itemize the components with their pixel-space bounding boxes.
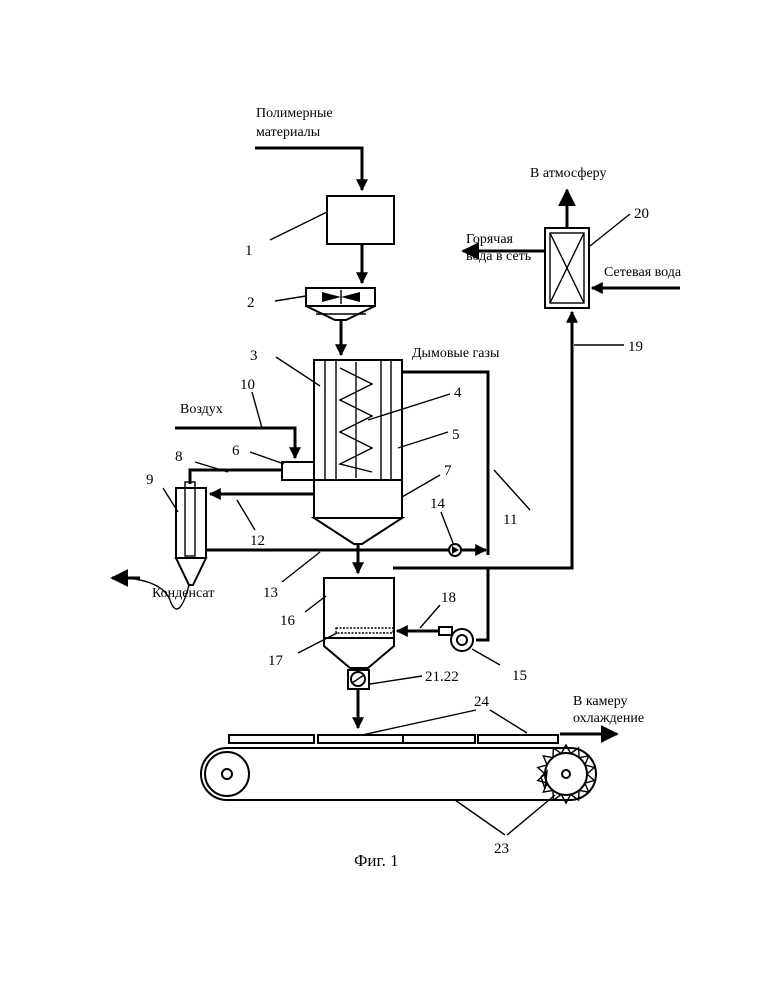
conveyor-23 — [201, 748, 596, 800]
num-16: 16 — [280, 613, 296, 629]
num-17: 17 — [268, 653, 284, 669]
unit-2-mixer — [306, 288, 375, 320]
leader-14 — [441, 512, 453, 543]
pump-14 — [449, 544, 461, 556]
num-8: 8 — [175, 449, 183, 465]
num-4: 4 — [454, 385, 462, 401]
num-24: 24 — [474, 694, 490, 710]
num-14: 14 — [430, 496, 446, 512]
reactor-cone-7 — [314, 480, 402, 544]
leader-24b — [490, 710, 527, 733]
air-label: Воздух — [180, 402, 223, 417]
num-23: 23 — [494, 841, 509, 857]
leader-11 — [494, 470, 530, 510]
line-8 — [190, 470, 282, 484]
unit-16-chamber — [324, 578, 394, 668]
condensate-label: Конденсат — [152, 586, 214, 601]
figure-caption: Фиг. 1 — [354, 851, 399, 870]
num-11: 11 — [503, 512, 517, 528]
products-24 — [229, 735, 558, 743]
leader-2 — [275, 296, 306, 301]
polymer-label-line1: Полимерные — [256, 106, 333, 121]
leader-7 — [402, 475, 440, 497]
unit-1-box — [327, 196, 394, 244]
num-19: 19 — [628, 339, 643, 355]
leader-16 — [305, 596, 326, 612]
num-7: 7 — [444, 463, 452, 479]
num-5: 5 — [452, 427, 460, 443]
to-chamber-label-line2: охлаждение — [573, 711, 644, 726]
flue-to-fan — [476, 568, 488, 640]
num-13: 13 — [263, 585, 278, 601]
num-2: 2 — [247, 295, 255, 311]
num-12: 12 — [250, 533, 265, 549]
atmosphere-label: В атмосферу — [530, 166, 607, 181]
polymer-label-line2: материалы — [256, 125, 321, 140]
to-chamber-label-line1: В камеру — [573, 694, 628, 709]
num-3: 3 — [250, 348, 258, 364]
hot-water-label-line1: Горячая — [466, 232, 514, 247]
heat-exchanger-20 — [545, 228, 589, 308]
leader-6 — [250, 452, 284, 464]
num-6: 6 — [232, 443, 240, 459]
leader-13 — [282, 552, 320, 582]
leader-20 — [590, 214, 630, 246]
num-9: 9 — [146, 472, 154, 488]
reactor-vessel — [314, 360, 402, 480]
leader-1 — [270, 212, 327, 240]
leader-21-22 — [370, 676, 422, 684]
valve-21-22 — [348, 670, 369, 689]
network-water-label: Сетевая вода — [604, 265, 682, 280]
leader-18 — [420, 605, 440, 628]
leader-5 — [398, 432, 448, 448]
leader-12 — [237, 500, 255, 530]
leader-23a — [455, 800, 505, 835]
leader-10 — [252, 392, 262, 428]
num-1: 1 — [245, 243, 253, 259]
polymer-feed-line — [255, 148, 362, 190]
unit-6-burner — [282, 462, 314, 480]
num-21-22: 21.22 — [425, 669, 459, 685]
num-18: 18 — [441, 590, 456, 606]
leader-15 — [472, 649, 500, 665]
num-15: 15 — [512, 668, 527, 684]
fan-15 — [439, 627, 473, 651]
hot-water-label-line2: вода в сеть — [466, 249, 531, 264]
num-10: 10 — [240, 377, 255, 393]
flue-gases-label: Дымовые газы — [412, 346, 500, 361]
num-20: 20 — [634, 206, 649, 222]
leader-24a — [362, 710, 476, 735]
